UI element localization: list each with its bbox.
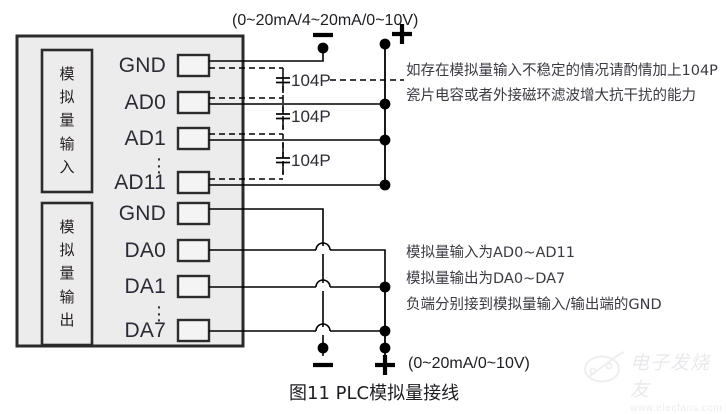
analog-input-vertical-label: 模 拟 量 输 入 <box>44 52 90 190</box>
polarity-plus-top <box>392 24 412 44</box>
terminal-label-da1: DA1 <box>124 275 166 298</box>
terminal-label-gnd-in: GND <box>118 54 166 77</box>
wiring-schematic <box>15 24 412 375</box>
terminal-block-da1 <box>176 274 211 299</box>
bottom-range-label: (0~20mA/0~10V) <box>408 355 530 372</box>
terminal-block-ad11 <box>176 170 211 195</box>
terminal-label-da0: DA0 <box>124 239 166 262</box>
figure-caption: 图11 PLC模拟量接线 <box>289 383 460 404</box>
terminal-label-ad1: AD1 <box>124 127 166 150</box>
analog-output-char-3: 输 <box>59 287 75 306</box>
junction-dot-top-negative <box>317 42 329 54</box>
junction-dot-ad11 <box>379 179 391 191</box>
analog-output-char-2: 量 <box>59 264 75 283</box>
note-bottom-line-1: 模拟量输入为AD0~AD11 <box>406 245 575 261</box>
note-bottom-line-2: 模拟量输出为DA0~DA7 <box>406 271 566 287</box>
junction-dot-bottom-negative <box>317 342 329 354</box>
note-bottom-line-3: 负端分别接到模拟量输入/输出端的GND <box>406 297 662 313</box>
wire-da1-hop <box>315 279 331 288</box>
junction-dot-ad1 <box>379 134 391 146</box>
junction-dot-top-positive <box>379 38 391 50</box>
analog-output-vertical-label: 模 拟 量 输 出 <box>44 205 90 343</box>
junction-dot-ad0 <box>379 98 391 110</box>
analog-input-char-4: 入 <box>59 157 75 176</box>
input-terminal-ellipsis: ··· <box>155 148 163 183</box>
wire-gnd-out <box>209 208 324 246</box>
analog-input-char-0: 模 <box>59 64 75 83</box>
wire-da0-hop <box>315 242 331 251</box>
capacitor-symbol-3 <box>276 142 290 174</box>
terminal-block-ad1 <box>176 126 211 151</box>
terminal-label-ad0: AD0 <box>124 91 166 114</box>
junction-dot-da1 <box>379 281 391 293</box>
analog-output-label-box <box>40 201 94 347</box>
wire-da0-right <box>330 249 386 287</box>
terminal-block-da7 <box>176 318 211 343</box>
note-top-line-1: 如存在模拟量输入不稳定的情况请酌情加上104P <box>406 63 718 79</box>
terminal-block-gnd-out <box>176 201 211 226</box>
top-range-label: (0~20mA/4~20mA/0~10V) <box>232 12 419 29</box>
note-top-line-2: 瓷片电容或者外接磁环滤波增大抗干扰的能力 <box>406 88 696 104</box>
output-terminal-ellipsis: ··· <box>155 296 163 331</box>
capacitor-symbol-2 <box>276 105 290 129</box>
watermark-url: www.elecfans.com <box>630 403 723 414</box>
wire-da7-hop <box>315 323 331 332</box>
capacitor-symbol-1 <box>276 73 290 93</box>
junction-dot-bottom-positive <box>379 342 391 354</box>
terminal-block-gnd-in <box>176 53 211 78</box>
analog-output-char-0: 模 <box>59 217 75 236</box>
analog-output-char-4: 出 <box>59 310 75 329</box>
analog-output-char-1: 拟 <box>59 241 75 260</box>
diagram-canvas: (0~20mA/4~20mA/0~10V) 模 拟 量 输 入 模 拟 量 输 … <box>15 12 722 414</box>
terminal-block-ad0 <box>176 90 211 115</box>
terminal-label-da7: DA7 <box>124 319 166 342</box>
terminal-label-ad11: AD11 <box>114 171 166 194</box>
polarity-plus-bottom <box>375 355 395 375</box>
analog-input-char-1: 拟 <box>59 88 75 107</box>
junction-dot-da7 <box>379 325 391 337</box>
analog-input-char-3: 输 <box>59 134 75 153</box>
capacitor-label-3: 104P <box>291 151 331 170</box>
capacitor-label-2: 104P <box>291 107 331 126</box>
analog-input-label-box <box>40 48 94 194</box>
capacitor-label-1: 104P <box>291 71 331 90</box>
wire-gnd-in <box>209 52 324 62</box>
terminal-label-gnd-out: GND <box>118 202 166 225</box>
terminal-block-da0 <box>176 238 211 263</box>
analog-input-char-2: 量 <box>59 111 75 130</box>
